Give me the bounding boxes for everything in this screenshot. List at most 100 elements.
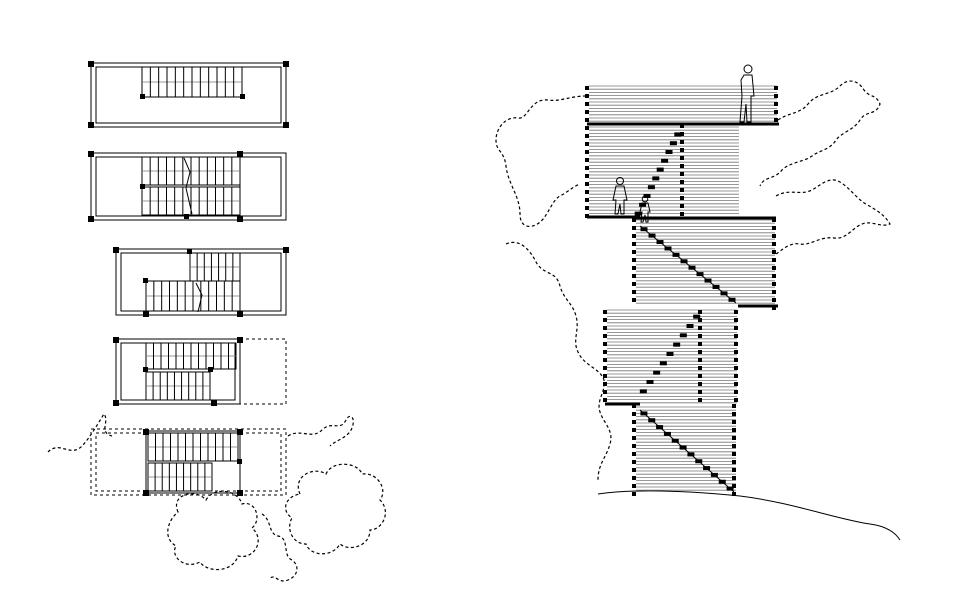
structure-post-block [603, 390, 607, 394]
structure-post-block [680, 140, 684, 144]
structure-post-block [774, 110, 778, 114]
structure-post-block [585, 118, 589, 122]
structure-post-block [772, 242, 776, 246]
structure-post-block [734, 358, 738, 362]
structure-post-block [774, 118, 778, 122]
plan-level-3-stair-lower [145, 280, 241, 312]
stair-step [646, 380, 654, 384]
plan-level-1 [90, 428, 287, 496]
plan-level-1-stair-lower [147, 462, 213, 492]
structure-post-block [698, 398, 702, 402]
structure-post-block [585, 206, 589, 210]
structure-post-block [734, 398, 738, 402]
structure-post-block [632, 404, 636, 408]
structure-post-block [680, 204, 684, 208]
structure-post-block [632, 468, 636, 472]
structure-post-block [734, 334, 738, 338]
structure-post-block [680, 148, 684, 152]
structure-post-block [772, 250, 776, 254]
stair-step [674, 132, 682, 137]
stair-run-upper [634, 132, 682, 216]
structure-post-block [632, 436, 636, 440]
stair-step [673, 342, 681, 347]
stair-step [653, 370, 661, 375]
structure-post-block [632, 290, 636, 294]
section-slats-mid [636, 219, 775, 304]
structure-post-block [603, 358, 607, 362]
stair-step [666, 352, 674, 356]
plan-level-1-stair-upper [147, 432, 239, 462]
structure-post-block [585, 150, 589, 154]
structure-post-block [585, 86, 589, 90]
plan-level-4 [88, 151, 287, 222]
structure-post-block [680, 124, 684, 128]
structure-post-block [603, 310, 607, 314]
plan-level-2-stair-lower [145, 371, 211, 401]
structure-post-block [732, 436, 736, 440]
structure-post-block [732, 404, 736, 408]
structure-post-block [632, 412, 636, 416]
stair-run-lowup [639, 314, 701, 394]
structure-post-block [632, 282, 636, 286]
structure-post-block [585, 94, 589, 98]
structure-post-block [632, 484, 636, 488]
structure-post-block [732, 484, 736, 488]
structure-post-block [772, 266, 776, 270]
structure-post-block [632, 250, 636, 254]
structure-post-block [632, 444, 636, 448]
structure-post-block [698, 390, 702, 394]
structure-post-block [698, 350, 702, 354]
structure-post-block [632, 234, 636, 238]
structure-post-block [698, 366, 702, 370]
structure-post-block [732, 492, 736, 496]
person-figure-child [639, 195, 651, 223]
structure-post-block [772, 298, 776, 302]
structure-post-block [632, 460, 636, 464]
tower-section [495, 64, 901, 541]
structure-post-block [772, 234, 776, 238]
structure-post-block [772, 226, 776, 230]
plan-level-2 [113, 337, 287, 406]
structure-post-block [732, 428, 736, 432]
structure-post-block [732, 444, 736, 448]
person-figure-adult [612, 177, 628, 215]
structure-post-block [585, 110, 589, 114]
stair-step [639, 389, 647, 394]
structure-post-block [734, 366, 738, 370]
structure-post-block [585, 126, 589, 130]
structure-post-block [680, 164, 684, 168]
structure-post-block [603, 398, 607, 402]
structure-post-block [585, 214, 589, 218]
structure-post-block [632, 420, 636, 424]
structure-post-block [698, 334, 702, 338]
structure-post-block [632, 226, 636, 230]
structure-post-block [603, 374, 607, 378]
structure-post-block [732, 420, 736, 424]
stair-step [661, 158, 669, 163]
structure-post-block [698, 326, 702, 330]
structure-post-block [680, 196, 684, 200]
stair-step [639, 202, 647, 207]
section-tree-right [759, 80, 881, 187]
structure-post-block [734, 374, 738, 378]
stair-step [659, 361, 667, 366]
structure-post-block [698, 310, 702, 314]
structure-post-block [680, 172, 684, 176]
structure-post-block [698, 342, 702, 346]
structure-post-block [772, 218, 776, 222]
structure-post-block [772, 306, 776, 310]
structure-post-block [680, 212, 684, 216]
structure-post-block [585, 174, 589, 178]
structure-post-block [632, 428, 636, 432]
person-figure-roof [739, 64, 755, 123]
plan-level-3 [113, 247, 289, 317]
structure-post-block [632, 274, 636, 278]
structure-post-block [603, 342, 607, 346]
section-tree-right-lower [775, 179, 891, 255]
plan-level-4-stair-upper [141, 156, 241, 186]
plan-level-5 [88, 61, 289, 128]
plan-level-5-stair [141, 66, 243, 98]
structure-post-block [585, 102, 589, 106]
ground-line [597, 490, 901, 541]
structure-post-block [732, 412, 736, 416]
